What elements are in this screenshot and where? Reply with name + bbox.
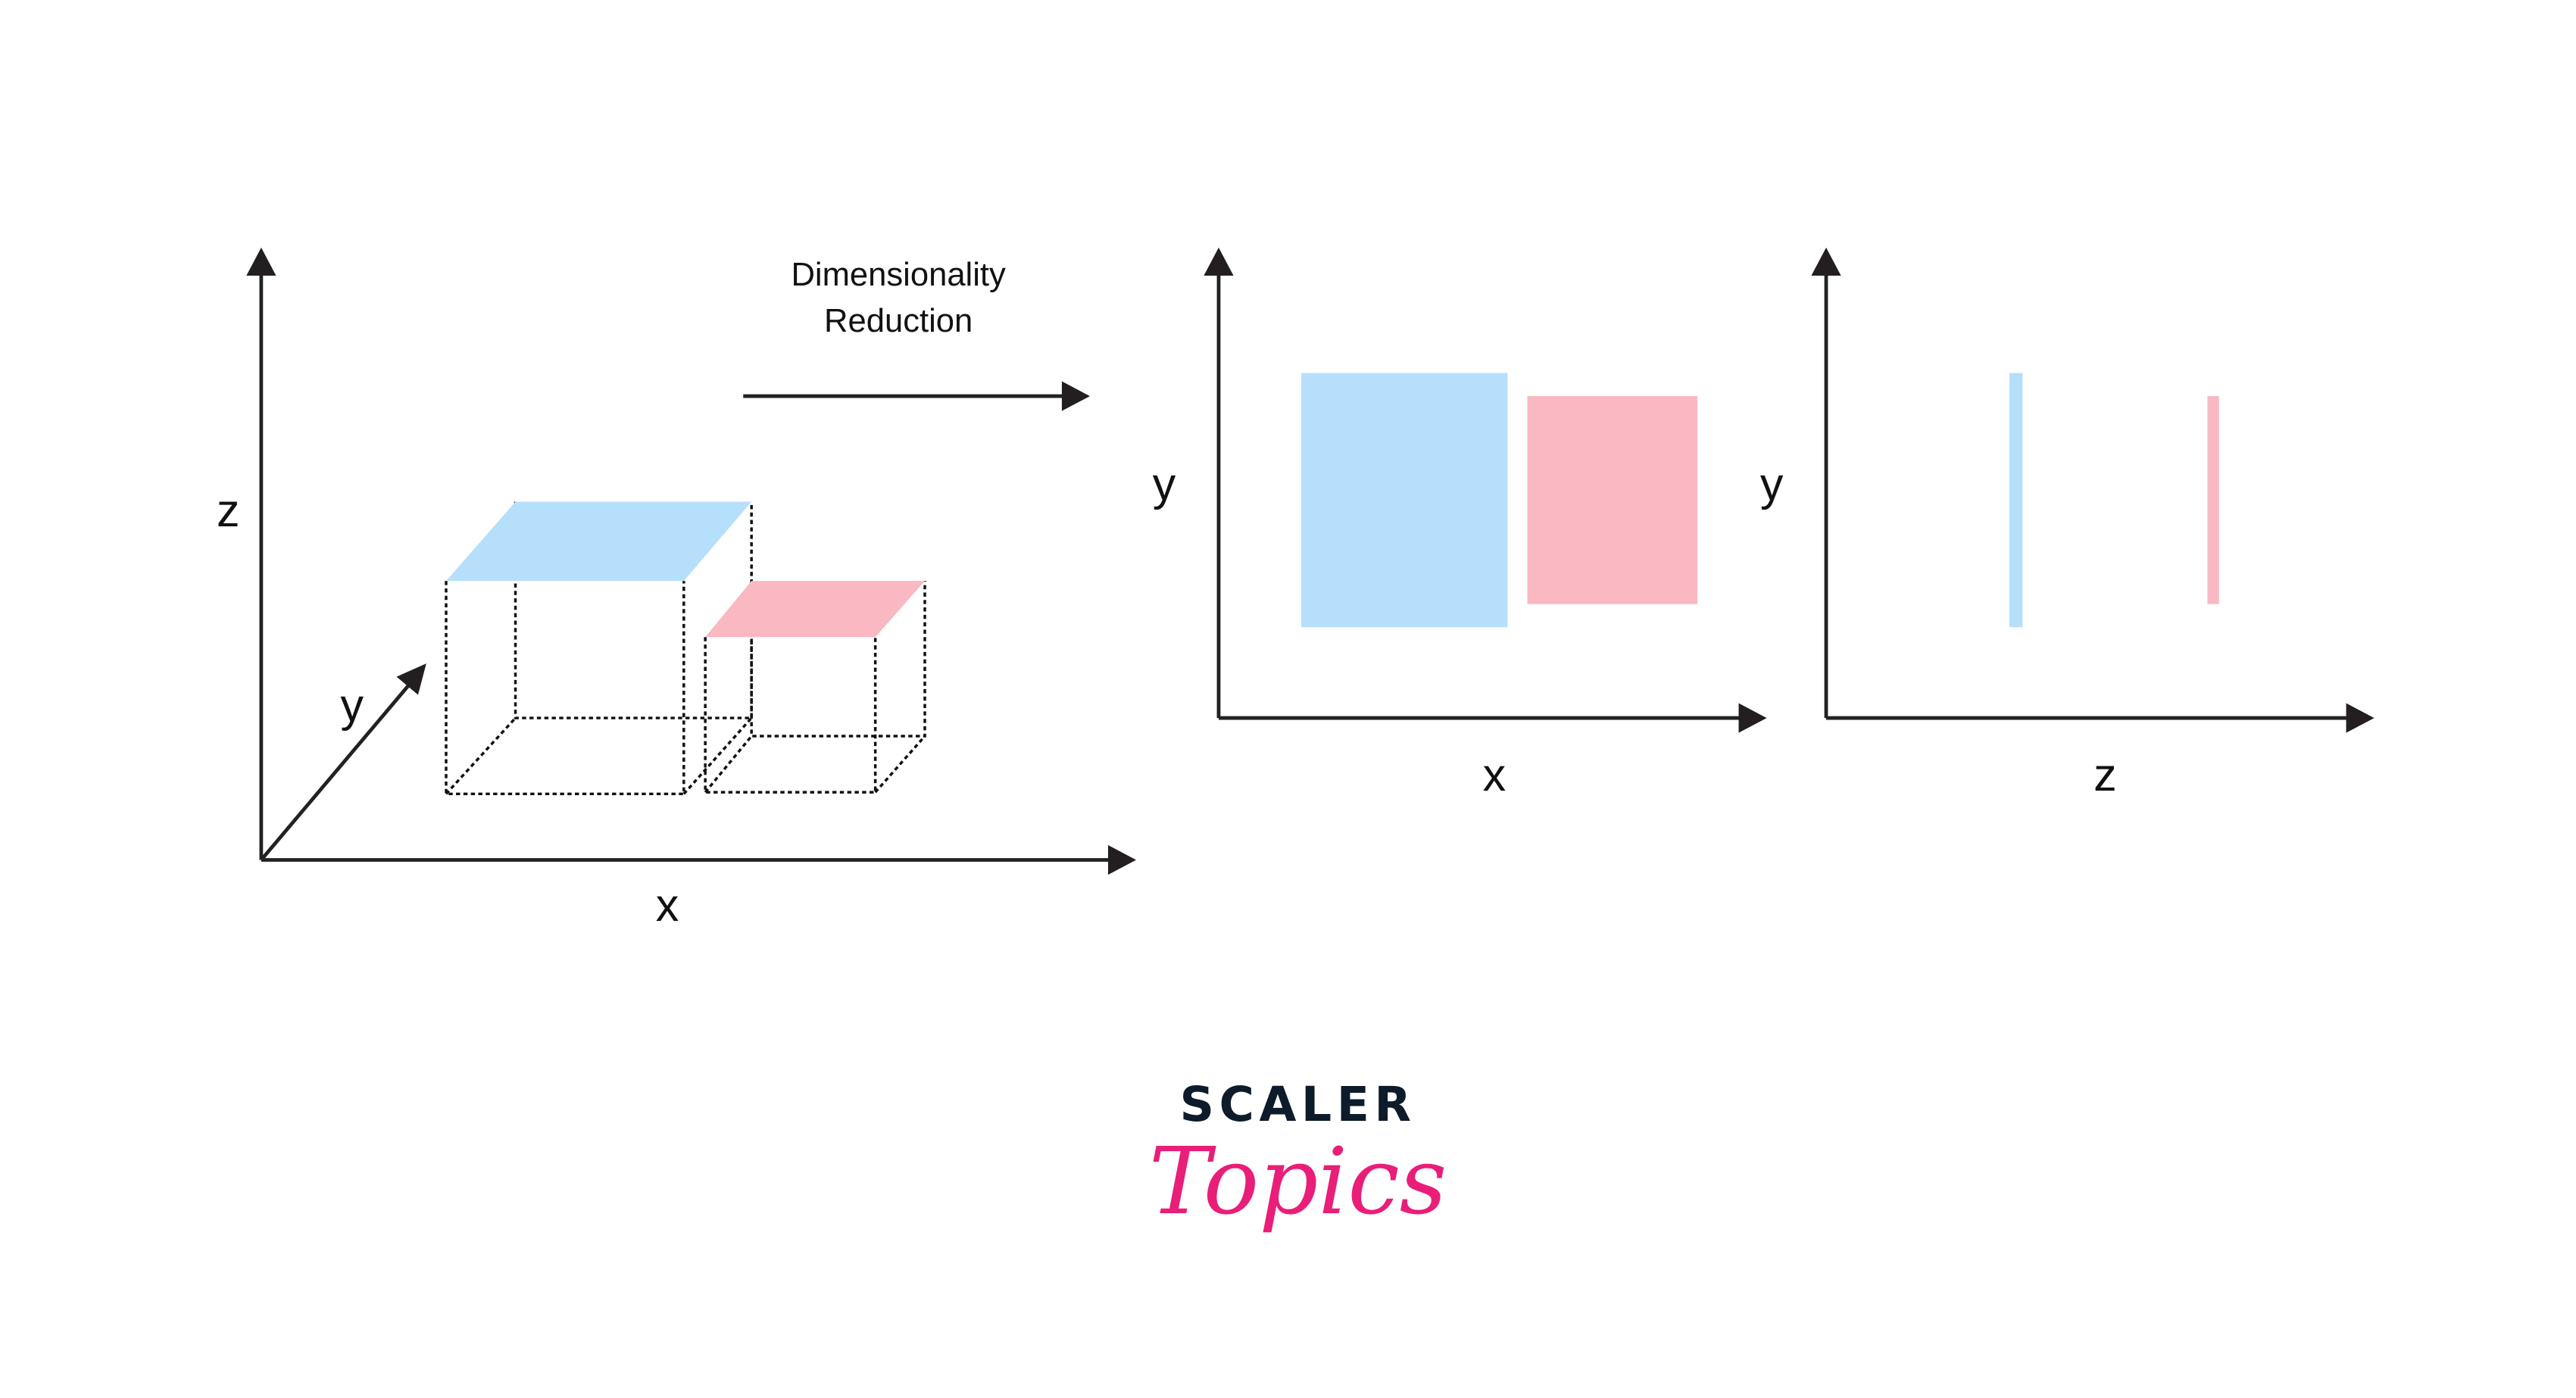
blue-top-face — [445, 501, 752, 582]
blue-projection — [1300, 373, 1508, 628]
plot-3d: z y x — [217, 247, 1136, 931]
y-axis-arrowhead-icon — [396, 663, 426, 695]
plot-xy: y x — [1153, 247, 1767, 800]
plot-zy: y z — [1760, 247, 2375, 800]
logo-scaler: SCALER — [1180, 1076, 1416, 1132]
pink-box — [704, 581, 926, 794]
y-axis-label: y — [1760, 458, 1784, 510]
z-axis-arrowhead-icon — [246, 247, 276, 276]
y-axis-label: y — [1153, 458, 1176, 510]
pink-top-face — [705, 581, 926, 638]
reduction-arrowhead-icon — [1061, 381, 1090, 411]
z-axis-label: z — [217, 485, 240, 536]
blue-projection — [2009, 373, 2023, 628]
scaler-topics-logo: SCALER Topics — [1149, 1076, 1447, 1235]
caption-line-2: Reduction — [824, 303, 973, 339]
x-axis-arrowhead-icon — [1738, 703, 1767, 733]
z-axis-label: z — [2094, 749, 2117, 800]
y-axis-arrowhead-icon — [1204, 247, 1234, 276]
caption-line-1: Dimensionality — [791, 257, 1006, 293]
x-axis-label: x — [1483, 749, 1507, 800]
y-axis-label: y — [340, 679, 364, 731]
pink-projection — [1527, 396, 1698, 604]
x-axis-arrowhead-icon — [1107, 844, 1136, 875]
logo-topics: Topics — [1149, 1128, 1447, 1235]
pink-projection — [2207, 396, 2219, 604]
blue-box — [445, 501, 753, 796]
y-axis — [260, 679, 415, 862]
z-axis-arrowhead-icon — [2346, 703, 2375, 733]
x-axis-label: x — [656, 879, 679, 931]
y-axis-arrowhead-icon — [1811, 247, 1841, 276]
